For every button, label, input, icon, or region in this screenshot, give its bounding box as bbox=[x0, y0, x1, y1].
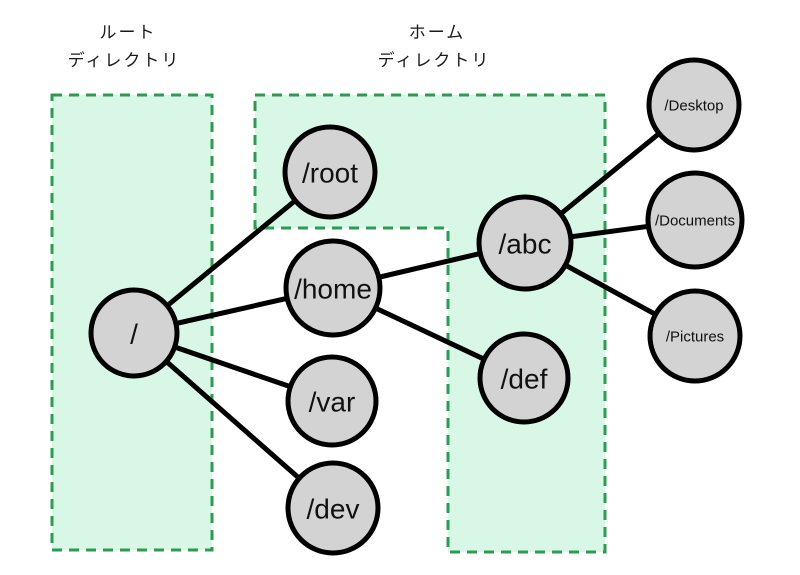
root-directory-label-line1: ルート bbox=[100, 23, 157, 42]
node-desktop-label: /Desktop bbox=[664, 98, 723, 115]
node-root-circle bbox=[282, 124, 378, 220]
node-dev-label: /dev bbox=[307, 494, 360, 525]
node-abc-circle bbox=[476, 194, 574, 292]
node-documents-circle bbox=[645, 170, 745, 270]
node-dev-circle bbox=[285, 460, 381, 556]
node-home: /home bbox=[283, 238, 383, 338]
node-def: /def bbox=[477, 331, 571, 425]
node-dev: /dev bbox=[285, 460, 381, 556]
node-documents: /Documents bbox=[645, 170, 745, 270]
node-slash-circle bbox=[88, 287, 180, 379]
root-directory-label-line2: ディレクトリ bbox=[68, 50, 181, 70]
node-home-circle bbox=[283, 238, 383, 338]
node-var-label: /var bbox=[309, 387, 356, 418]
node-root: /root bbox=[282, 124, 378, 220]
node-var-circle bbox=[285, 354, 379, 448]
node-home-label: /home bbox=[294, 274, 372, 305]
node-abc-label: /abc bbox=[499, 229, 552, 260]
node-desktop: /Desktop bbox=[646, 57, 742, 153]
home-directory-label-line1: ホーム bbox=[409, 23, 466, 42]
node-pictures-circle bbox=[647, 288, 743, 384]
node-abc: /abc bbox=[476, 194, 574, 292]
node-def-label: /def bbox=[501, 364, 548, 395]
node-var: /var bbox=[285, 354, 379, 448]
node-slash: / bbox=[88, 287, 180, 379]
node-desktop-circle bbox=[646, 57, 742, 153]
node-pictures-label: /Pictures bbox=[666, 329, 724, 346]
node-def-circle bbox=[477, 331, 571, 425]
node-documents-label: /Documents bbox=[655, 213, 735, 230]
home-directory-label-line2: ディレクトリ bbox=[378, 50, 491, 70]
node-root-label: /root bbox=[302, 158, 358, 189]
node-slash-label: / bbox=[130, 319, 138, 350]
node-pictures: /Pictures bbox=[647, 288, 743, 384]
